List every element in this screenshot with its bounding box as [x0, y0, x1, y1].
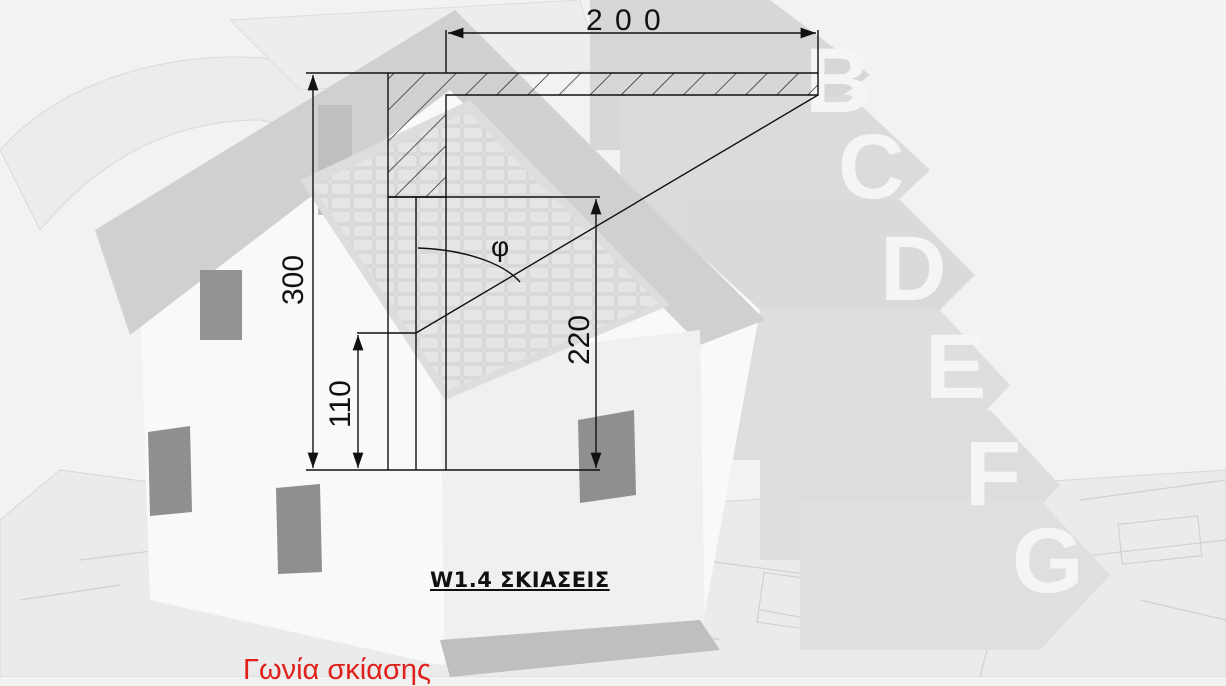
energy-class-d: D — [880, 218, 946, 320]
dim-label-220: 220 — [563, 315, 596, 365]
energy-class-e: E — [925, 316, 986, 418]
energy-class-g: G — [1012, 510, 1084, 612]
energy-class-f: F — [965, 423, 1021, 525]
dim-label-110: 110 — [324, 380, 357, 428]
energy-class-c: C — [838, 116, 904, 218]
shading-angle-line — [415, 94, 819, 334]
energy-class-letters: B C D E F G — [805, 30, 1084, 612]
dim-label-200: 2 0 0 — [586, 4, 663, 37]
section-heading: W1.4 ΣΚΙΑΣΕΙΣ — [430, 568, 610, 592]
shading-angle-caption: Γωνία σκίασης — [243, 654, 431, 686]
angle-symbol: φ — [491, 231, 509, 262]
angle-arc — [417, 247, 521, 283]
dim-label-300: 300 — [277, 255, 310, 305]
shading-technical-drawing — [306, 27, 819, 471]
dimension-labels: 2 0 0 300 220 110 φ — [277, 4, 663, 428]
